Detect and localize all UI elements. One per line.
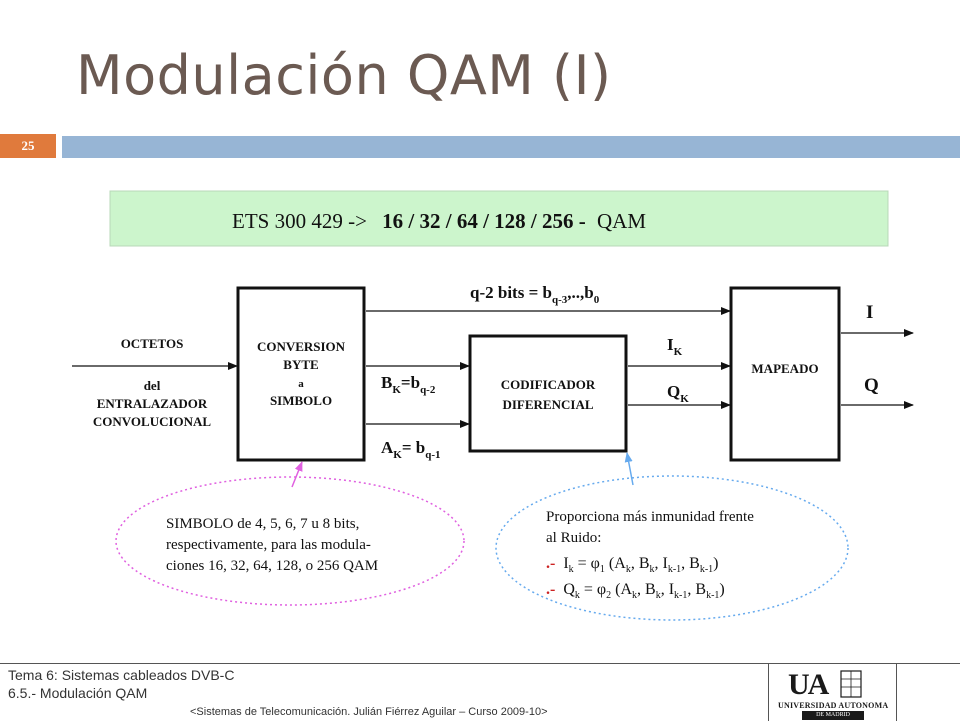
slide-number-badge: 25	[0, 134, 56, 158]
note-left-line2: respectivamente, para las modula-	[166, 537, 371, 553]
block-conversion-line1: CONVERSION	[257, 339, 346, 354]
block-conversion-line3: a	[298, 378, 304, 390]
footer-credits: <Sistemas de Telecomunicación. Julián Fi…	[190, 706, 548, 718]
note-right-pointer	[624, 452, 634, 486]
input-label-entralazador: ENTRALAZADOR	[97, 396, 208, 411]
logo-crest-icon	[840, 670, 862, 698]
note-right-line1: Proporciona más inmunidad frente	[546, 509, 754, 525]
note-right-formula2: .-Qk = φ2 (Ak, Bk, Ik-1, Bk-1)	[546, 581, 725, 601]
standard-options: 16 / 32 / 64 / 128 / 256 -	[382, 209, 586, 233]
standard-prefix: ETS 300 429 ->	[232, 209, 367, 233]
note-left-ellipse	[115, 476, 465, 606]
footer-topic: Tema 6: Sistemas cableados DVB-C	[8, 667, 235, 683]
block-mapeado-label: MAPEADO	[751, 361, 818, 376]
signal-bk-label: BK=bq-2	[381, 373, 436, 396]
note-left-line1: SIMBOLO de 4, 5, 6, 7 u 8 bits,	[166, 516, 359, 532]
signal-bits-label: q-2 bits = bq-3,..,b0	[470, 283, 600, 306]
university-logo: UA UNIVERSIDAD AUTONOMA DE MADRID	[772, 668, 894, 720]
note-right-line2: al Ruido:	[546, 530, 601, 546]
signal-output-i: I	[866, 302, 873, 323]
slide-footer: Tema 6: Sistemas cableados DVB-C 6.5.- M…	[0, 663, 960, 721]
block-mapeado	[729, 286, 841, 462]
note-right-ellipse	[495, 475, 849, 621]
qam-block-diagram: ETS 300 429 -> 16 / 32 / 64 / 128 / 256 …	[72, 190, 914, 621]
block-codificador	[468, 334, 628, 453]
footer-course-info: Tema 6: Sistemas cableados DVB-C 6.5.- M…	[8, 666, 234, 702]
footer-divider	[768, 664, 769, 721]
footer-divider	[896, 664, 897, 721]
logo-madrid-band: DE MADRID	[802, 711, 864, 720]
block-codificador-line1: CODIFICADOR	[501, 377, 596, 392]
signal-output-q: Q	[864, 375, 879, 396]
standard-text: ETS 300 429 -> 16 / 32 / 64 / 128 / 256 …	[232, 209, 646, 233]
slide-title: Modulación QAM (I)	[76, 44, 612, 107]
block-conversion	[236, 286, 366, 462]
block-conversion-line2: BYTE	[283, 357, 318, 372]
input-label-octetos: OCTETOS	[121, 336, 184, 351]
signal-ik-label: IK	[667, 335, 683, 358]
note-right-formula1: .-Ik = φ1 (Ak, Bk, Ik-1, Bk-1)	[546, 555, 719, 575]
note-left-pointer	[291, 461, 303, 488]
standard-suffix: QAM	[597, 209, 646, 233]
block-codificador-line2: DIFERENCIAL	[502, 397, 593, 412]
footer-section: 6.5.- Modulación QAM	[8, 685, 148, 701]
standard-box	[109, 190, 889, 247]
note-left-line3: ciones 16, 32, 64, 128, o 256 QAM	[166, 558, 378, 574]
logo-ua-mark: UA	[788, 668, 829, 701]
input-label-convolucional: CONVOLUCIONAL	[93, 414, 212, 429]
block-conversion-line4: SIMBOLO	[270, 393, 332, 408]
logo-university-name: UNIVERSIDAD AUTONOMA	[778, 701, 889, 710]
signal-qk-label: QK	[667, 382, 689, 405]
input-label-del: del	[144, 378, 161, 393]
signal-ak-label: AK= bq-1	[381, 438, 441, 461]
header-bar	[62, 136, 960, 158]
